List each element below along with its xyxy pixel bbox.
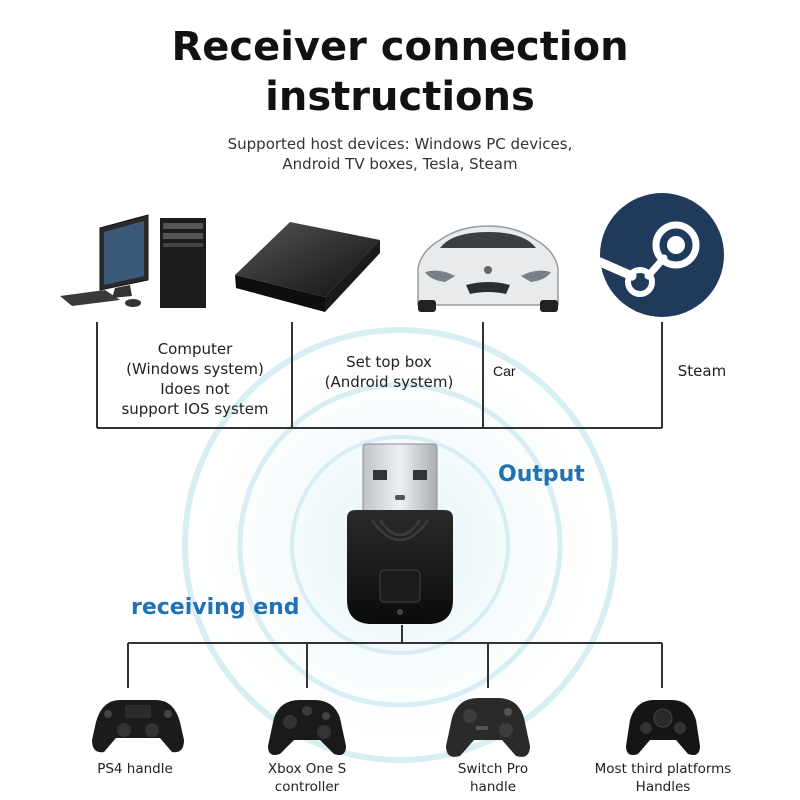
host-label-car: Car <box>493 363 516 379</box>
controller-label-ps4: PS4 handle <box>97 761 173 777</box>
controller-label-switch-pro: Switch Pro handle <box>457 761 529 795</box>
receiving-end-label: receiving end <box>131 595 300 620</box>
output-label: Output <box>498 462 585 487</box>
usb-receiver-icon <box>347 443 453 624</box>
set-top-box-icon <box>235 222 380 312</box>
title-line-2: instructions <box>265 74 535 120</box>
desktop-computer-icon <box>60 214 206 308</box>
subtitle-line-1: Supported host devices: Windows PC devic… <box>227 135 573 153</box>
controller-connector-lines <box>127 625 663 688</box>
page-subtitle: Supported host devices: Windows PC devic… <box>0 134 800 174</box>
host-label-set-top-box: Set top box (Android system) <box>324 353 454 391</box>
tesla-car-icon <box>417 225 559 312</box>
page-title: Receiver connection instructions <box>0 22 800 122</box>
host-label-computer: Computer (Windows system) Idoes not supp… <box>121 340 269 418</box>
third-party-controller-icon <box>626 700 700 755</box>
switch-pro-controller-icon <box>446 698 530 757</box>
host-label-steam: Steam <box>677 362 727 380</box>
xbox-controller-icon <box>268 700 346 755</box>
title-line-1: Receiver connection <box>171 24 629 70</box>
steam-logo-icon <box>595 193 724 317</box>
controller-label-third-party: Most third platforms Handles <box>594 761 732 795</box>
controller-label-xbox: Xbox One S controller <box>267 761 347 795</box>
host-connector-lines <box>96 322 663 429</box>
ps4-controller-icon <box>92 700 184 753</box>
subtitle-line-2: Android TV boxes, Tesla, Steam <box>282 155 518 173</box>
